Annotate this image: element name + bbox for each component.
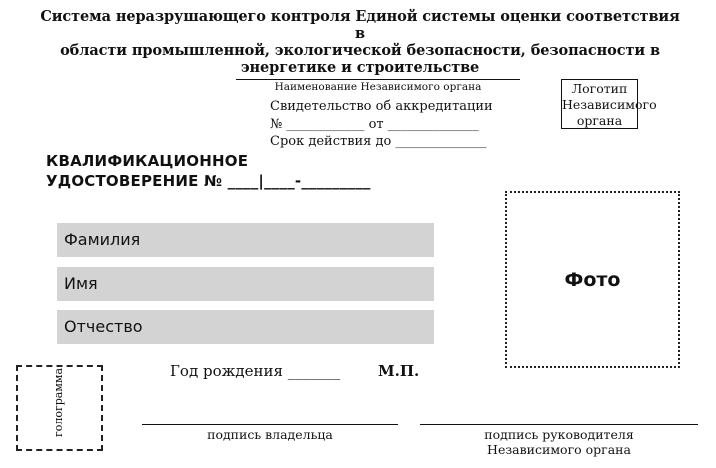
name-field[interactable]: Имя bbox=[57, 267, 434, 301]
accreditation-number: № ____________ от ______________ bbox=[270, 117, 479, 132]
accreditation-validity: Срок действия до ______________ bbox=[270, 134, 487, 149]
head-signature-label-1: подпись руководителя bbox=[484, 427, 634, 442]
organization-name-line bbox=[236, 79, 520, 80]
header-line-1: Система неразрушающего контроля Единой с… bbox=[40, 8, 680, 42]
logo-line-1: Логотип bbox=[571, 81, 628, 96]
header-line-2: области промышленной, экологической безо… bbox=[60, 42, 660, 59]
qualification-number-line: УДОСТОВЕРЕНИЕ № ____|____-_________ bbox=[46, 172, 371, 190]
owner-signature-line bbox=[142, 424, 398, 425]
owner-signature-label: подпись владельца bbox=[207, 427, 333, 442]
document-header: Система неразрушающего контроля Единой с… bbox=[40, 8, 680, 76]
logo-line-3: органа bbox=[576, 113, 623, 128]
logo-placeholder: Логотип Независимого органа bbox=[561, 79, 657, 129]
accreditation-certificate: Свидетельство об аккредитации bbox=[270, 99, 493, 114]
photo-label: Фото bbox=[564, 268, 621, 291]
organization-name-label: Наименование Независимого органа bbox=[274, 81, 482, 93]
patronymic-field[interactable]: Отчество bbox=[57, 310, 434, 344]
hologram-placeholder: голограмма bbox=[16, 365, 103, 451]
header-line-3: энергетике и строительстве bbox=[240, 59, 480, 76]
surname-field[interactable]: Фамилия bbox=[57, 223, 434, 257]
seal-place: М.П. bbox=[378, 362, 420, 380]
hologram-label: голограмма bbox=[52, 367, 65, 437]
head-signature-line bbox=[420, 424, 698, 425]
photo-placeholder: Фото bbox=[505, 191, 680, 368]
logo-line-2: Независимого bbox=[562, 97, 657, 112]
qualification-title-line-1: КВАЛИФИКАЦИОННОЕ bbox=[46, 152, 249, 170]
qualification-title: КВАЛИФИКАЦИОННОЕ УДОСТОВЕРЕНИЕ № ____|__… bbox=[46, 151, 371, 191]
birth-year: Год рождения _______ bbox=[170, 362, 341, 380]
head-signature-label-2: Независимого органа bbox=[487, 442, 631, 457]
